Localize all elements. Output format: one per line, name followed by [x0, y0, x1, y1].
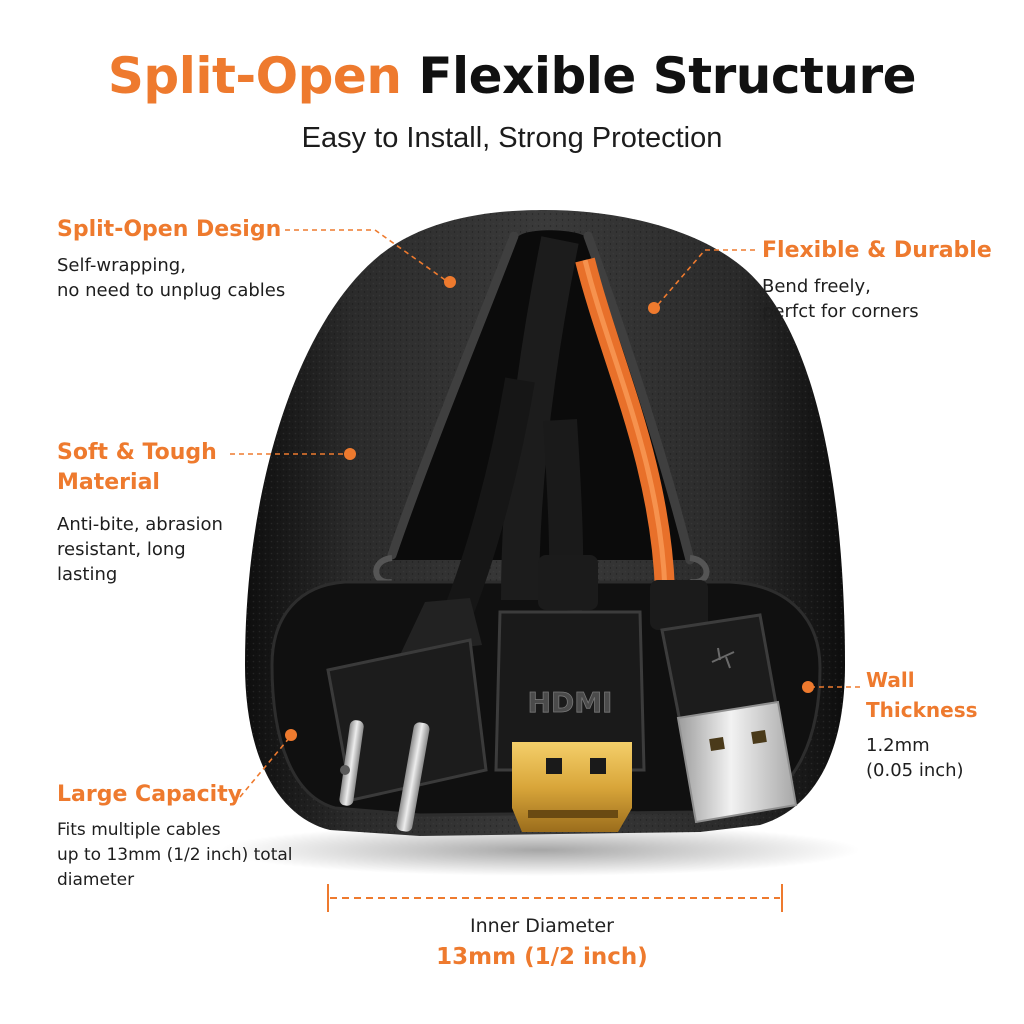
callout-title-line: Material — [57, 470, 160, 495]
callout-title: Wall Thickness — [866, 668, 978, 722]
callout-title: Split-Open Design — [57, 217, 282, 242]
black-cable-back — [501, 236, 579, 601]
usb-connector — [650, 580, 798, 824]
ground-shadow — [220, 824, 860, 876]
callout-body: 1.2mm (0.05 inch) — [866, 733, 1024, 783]
callout-line: resistant, long — [57, 539, 186, 560]
left-lip — [387, 231, 519, 560]
callout-line: Fits multiple cables — [57, 820, 221, 840]
callout-body: Bend freely, perfct for corners — [762, 274, 992, 324]
callout-body: Anti-bite, abrasion resistant, long last… — [57, 512, 223, 587]
callout-capacity: Large Capacity Fits multiple cables up t… — [57, 780, 293, 893]
page-subtitle: Easy to Install, Strong Protection — [301, 122, 723, 154]
callout-line: diameter — [57, 870, 135, 890]
right-lip — [583, 231, 695, 565]
power-plug — [326, 598, 488, 832]
callout-line: 1.2mm — [866, 735, 930, 756]
callout-line: perfct for corners — [762, 301, 919, 322]
title-rest: Flexible Structure — [418, 47, 917, 105]
callout-title: Flexible & Durable — [762, 238, 992, 263]
callout-body: Fits multiple cables up to 13mm (1/2 inc… — [57, 818, 293, 893]
callout-body: Self-wrapping, no need to unplug cables — [57, 253, 285, 303]
callout-line: Bend freely, — [762, 276, 871, 297]
usb-icon — [711, 647, 735, 669]
hdmi-connector: HDMI — [494, 555, 646, 832]
title-accent: Split-Open — [107, 47, 402, 105]
leader-dots — [285, 276, 814, 741]
plug-prong-right — [396, 722, 430, 832]
usb-metal-plug — [676, 700, 798, 824]
callout-line: no need to unplug cables — [57, 280, 286, 301]
callout-line: (0.05 inch) — [866, 760, 964, 781]
plug-cable — [441, 377, 535, 626]
callout-line: Self-wrapping, — [57, 255, 186, 276]
diameter-dimension-line — [327, 884, 783, 912]
callout-title-line: Soft & Tough — [57, 440, 217, 465]
hdmi-logo: HDMI — [528, 686, 613, 719]
callout-title: Large Capacity — [57, 782, 243, 807]
callout-line: up to 13mm (1/2 inch) total — [57, 845, 293, 865]
callout-split-open: Split-Open Design Self-wrapping, no need… — [57, 215, 285, 303]
page-title: Split-Open Flexible Structure — [0, 44, 1024, 108]
callout-title: Soft & Tough Material — [57, 438, 223, 498]
callout-line: lasting — [57, 564, 118, 585]
plug-prong-left — [339, 720, 364, 806]
leader-lines — [230, 229, 860, 798]
callout-flexible: Flexible & Durable Bend freely, perfct f… — [762, 236, 992, 324]
callout-wall-thickness: Wall Thickness 1.2mm (0.05 inch) — [866, 665, 1024, 783]
dimension-label: Inner Diameter — [470, 915, 614, 937]
callout-material: Soft & Tough Material Anti-bite, abrasio… — [57, 438, 223, 587]
orange-cable-highlight — [582, 259, 668, 591]
dimension-value: 13mm (1/2 inch) — [436, 944, 648, 970]
hdmi-gold-plug — [512, 742, 632, 832]
callout-line: Anti-bite, abrasion — [57, 514, 223, 535]
